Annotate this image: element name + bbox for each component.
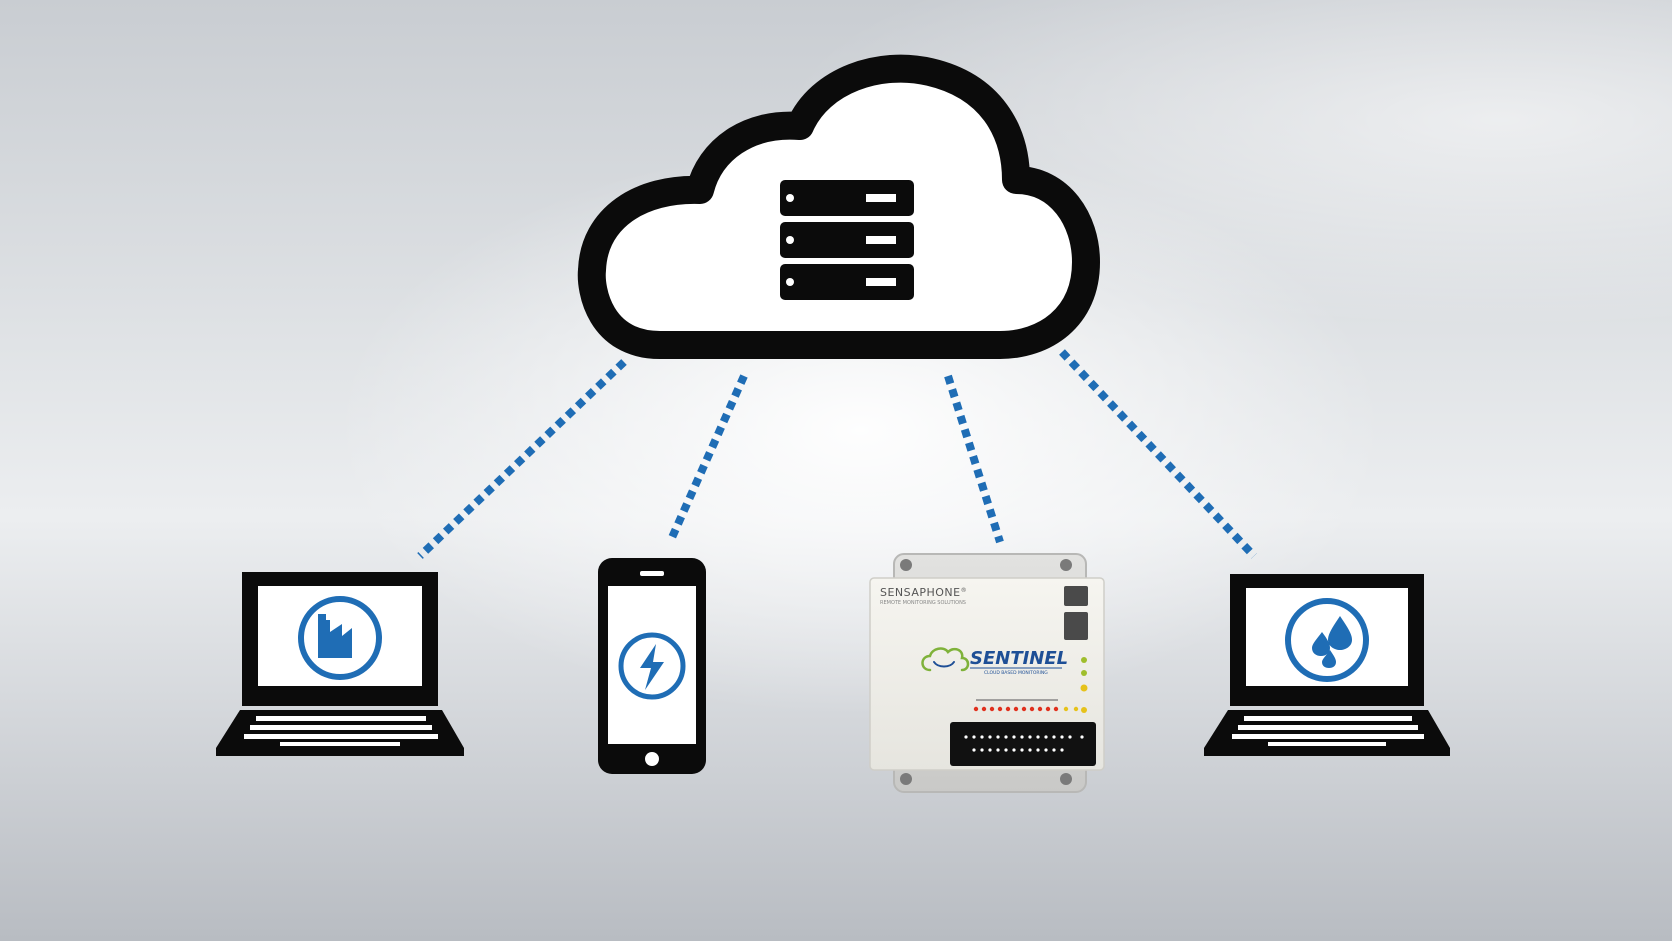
lightning-bolt-icon [618, 632, 686, 700]
sentinel-device: SENSAPHONE® REMOTE MONITORING SOLUTIONS … [869, 553, 1105, 793]
device-brand: SENSAPHONE® [880, 586, 967, 599]
smartphone [598, 558, 706, 774]
server-stack-icon [780, 180, 914, 300]
status-leds [1080, 657, 1088, 713]
device-tagline: REMOTE MONITORING SOLUTIONS [880, 600, 966, 606]
terminal-block [950, 722, 1096, 766]
phone-home-button [645, 752, 659, 766]
link-cloud-laptop-left [417, 359, 627, 559]
water-drops-icon [1285, 598, 1369, 682]
server-unit-1 [780, 180, 914, 216]
sentinel-logo: SENTINEL CLOUD BASED MONITORING [921, 647, 1068, 676]
laptop-left-keyboard [244, 716, 438, 746]
link-cloud-phone [666, 374, 748, 544]
logo-cloud-icon [921, 647, 970, 672]
phone-speaker [640, 571, 664, 576]
device-port-top [1064, 586, 1088, 606]
logo-text: SENTINEL [970, 648, 1068, 669]
laptop-left [216, 572, 464, 756]
factory-icon [298, 596, 382, 680]
server-unit-2 [780, 222, 914, 258]
link-cloud-sentinel-device [944, 374, 1004, 544]
device-port-bottom [1064, 612, 1088, 640]
connection-lines [417, 349, 1257, 559]
laptop-right-keyboard [1232, 716, 1424, 746]
mount-screw [1060, 773, 1072, 785]
mount-screw [900, 773, 912, 785]
mount-screw [900, 559, 912, 571]
logo-subtext: CLOUD BASED MONITORING [984, 670, 1048, 676]
mount-screw [1060, 559, 1072, 571]
link-cloud-laptop-right [1059, 349, 1257, 559]
server-unit-3 [780, 264, 914, 300]
channel-leds [973, 699, 1079, 712]
laptop-right [1204, 574, 1450, 756]
